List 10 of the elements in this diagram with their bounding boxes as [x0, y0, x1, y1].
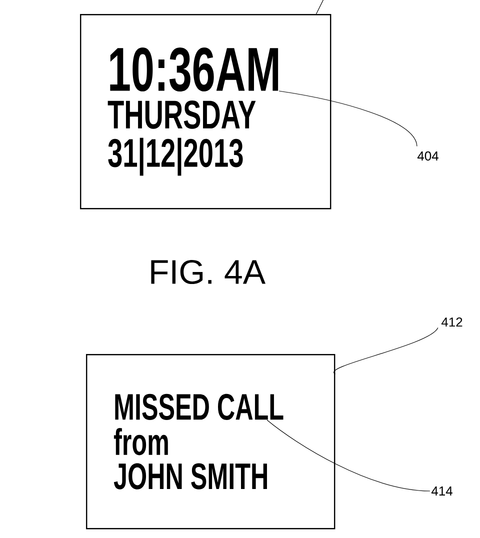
- leader-line: [278, 90, 418, 146]
- leader-line: [316, 0, 326, 14]
- leader-line: [334, 327, 438, 374]
- display-box: MISSED CALL from JOHN SMITH: [86, 354, 336, 530]
- display-box: 10:36AM THURSDAY 31|12|2013: [80, 14, 332, 210]
- reference-number: 414: [431, 486, 452, 496]
- figure-label: FIG. 4A: [151, 260, 266, 284]
- leader-line: [266, 420, 430, 492]
- reference-number: 404: [417, 151, 438, 161]
- reference-number: 412: [441, 317, 462, 327]
